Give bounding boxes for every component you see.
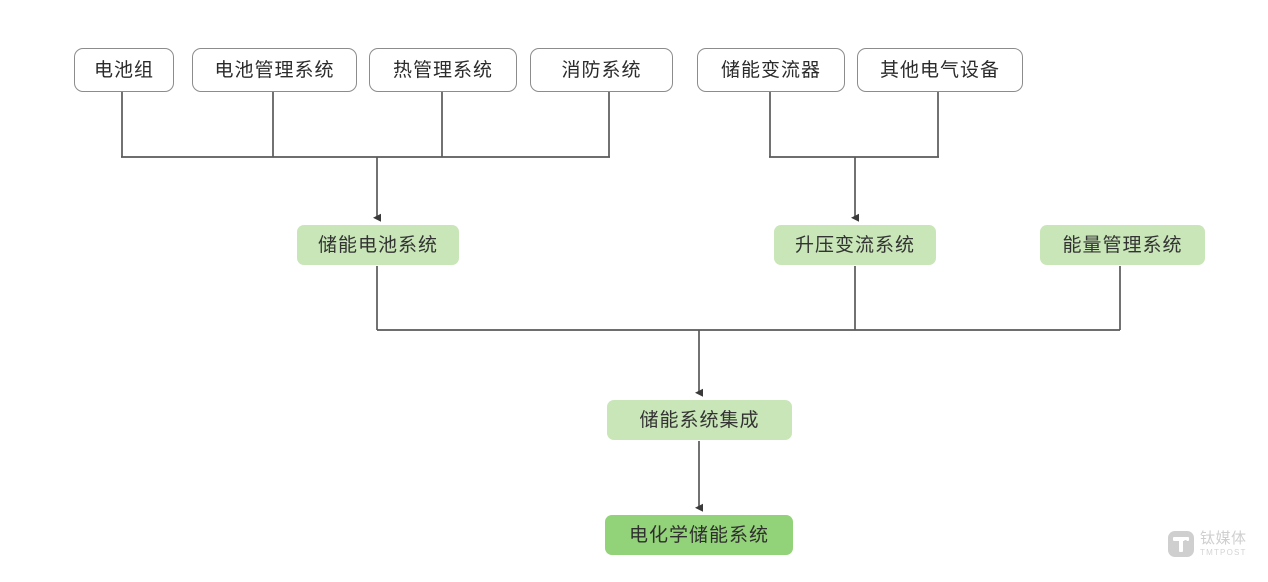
node-other-electrical-equipment[interactable]: 其他电气设备 <box>857 48 1023 92</box>
node-battery-management-system[interactable]: 电池管理系统 <box>192 48 357 92</box>
node-storage-system-integration[interactable]: 储能系统集成 <box>607 400 792 440</box>
watermark-text: 钛媒体 TMTPOST <box>1200 531 1247 557</box>
node-thermal-management-system[interactable]: 热管理系统 <box>369 48 517 92</box>
watermark-name-cn: 钛媒体 <box>1200 530 1247 547</box>
node-energy-management-system[interactable]: 能量管理系统 <box>1040 225 1205 265</box>
logo-dot-icon <box>1184 540 1187 543</box>
node-battery-pack[interactable]: 电池组 <box>74 48 174 92</box>
node-electrochemical-energy-storage-system[interactable]: 电化学储能系统 <box>605 515 793 555</box>
watermark-name-en: TMTPOST <box>1200 548 1247 557</box>
node-pcs-converter[interactable]: 储能变流器 <box>697 48 845 92</box>
node-energy-storage-battery-system[interactable]: 储能电池系统 <box>297 225 459 265</box>
node-fire-protection-system[interactable]: 消防系统 <box>530 48 673 92</box>
node-boost-converter-system[interactable]: 升压变流系统 <box>774 225 936 265</box>
watermark: 钛媒体 TMTPOST <box>1168 531 1247 557</box>
tmtpost-logo-icon <box>1168 531 1194 557</box>
